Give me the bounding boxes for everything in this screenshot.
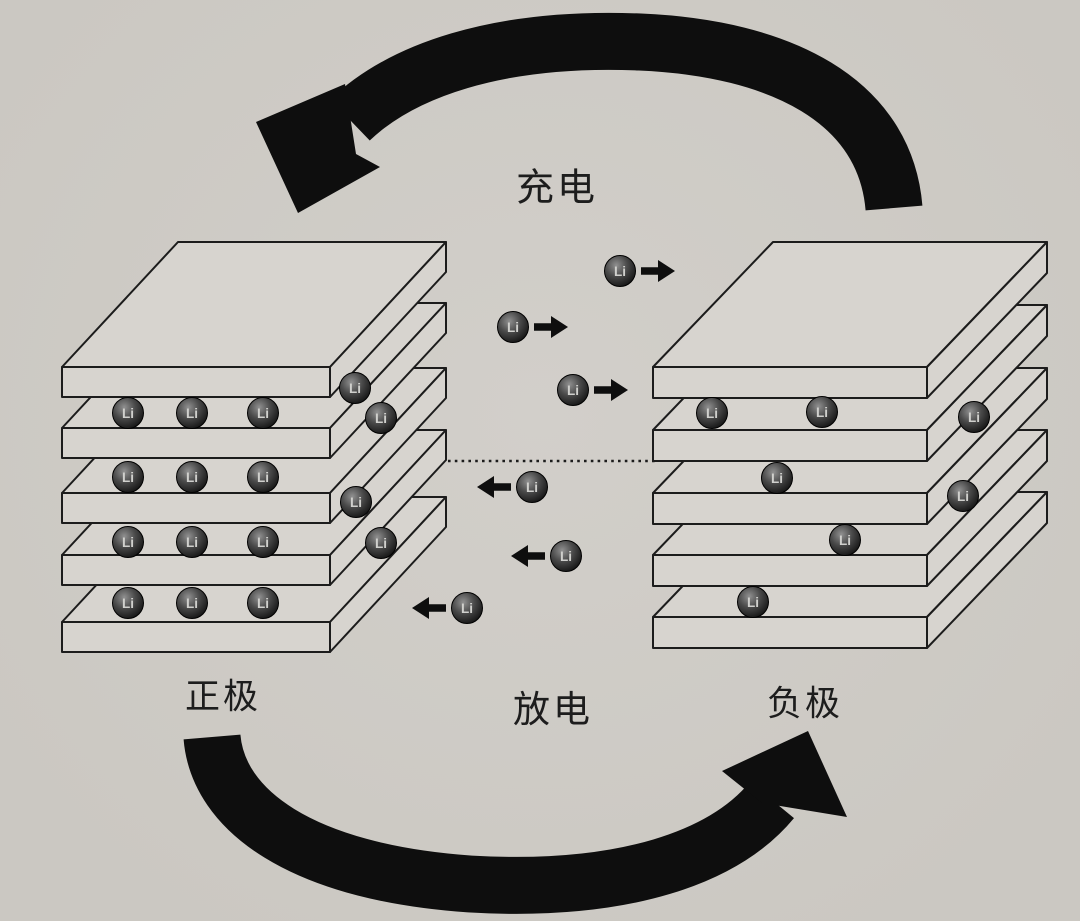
electrode-plate-front [61,492,331,524]
electrode-plate-front [652,554,928,587]
li-ion: Li [516,471,548,503]
electrode-plate-front [61,621,331,653]
svg-text:Li: Li [349,381,361,396]
svg-text:Li: Li [567,383,579,398]
svg-text:Li: Li [461,601,473,616]
li-ion: Li [176,397,208,429]
right-arrow-icon [594,379,628,401]
li-ion: Li [829,524,861,556]
electrode-plate-front [61,366,331,398]
li-ion: Li [340,486,372,518]
li-ion: Li [112,397,144,429]
discharge-arc-arrow-icon [183,731,847,914]
li-ion: Li [761,462,793,494]
li-ion: Li [947,480,979,512]
svg-text:Li: Li [122,470,134,485]
electrode-plate-front [652,366,928,399]
li-ion: Li [451,592,483,624]
charge-label: 充电 [515,167,599,210]
li-ion: Li [696,397,728,429]
svg-text:Li: Li [186,596,198,611]
svg-text:Li: Li [350,495,362,510]
svg-text:Li: Li [186,406,198,421]
li-ion: Li [806,396,838,428]
svg-text:Li: Li [375,536,387,551]
svg-text:Li: Li [122,535,134,550]
li-ion: Li [112,526,144,558]
svg-text:Li: Li [771,471,783,486]
svg-text:Li: Li [526,480,538,495]
svg-text:Li: Li [968,410,980,425]
charge-arc-arrow-icon [256,12,923,213]
li-ion: Li [958,401,990,433]
svg-text:Li: Li [257,596,269,611]
li-ion: Li [497,311,529,343]
svg-text:Li: Li [257,470,269,485]
li-ion: Li [176,461,208,493]
positive-electrode-label: 正极 [184,677,262,717]
li-ion: Li [339,372,371,404]
electrode-plate-front [652,492,928,525]
li-ion: Li [247,461,279,493]
svg-text:Li: Li [747,595,759,610]
svg-text:Li: Li [257,535,269,550]
li-ion: Li [247,397,279,429]
li-ion: Li [365,527,397,559]
discharge-label: 放电 [513,689,593,730]
svg-text:Li: Li [122,596,134,611]
electrode-plate-front [652,429,928,462]
svg-text:Li: Li [507,320,519,335]
electrode-plate-front [652,616,928,649]
li-ion: Li [176,587,208,619]
li-ion: Li [176,526,208,558]
right-arrow-icon [641,260,675,282]
negative-electrode-label: 负极 [766,684,844,724]
svg-text:Li: Li [122,406,134,421]
svg-text:Li: Li [839,533,851,548]
li-ion: Li [365,402,397,434]
li-ion: Li [247,526,279,558]
svg-text:Li: Li [706,406,718,421]
svg-text:Li: Li [375,411,387,426]
li-ion: Li [112,587,144,619]
li-ion: Li [112,461,144,493]
svg-text:Li: Li [186,535,198,550]
li-ion: Li [550,540,582,572]
li-ion: Li [737,586,769,618]
left-arrow-icon [412,597,446,619]
electrode-plate-front [61,554,331,586]
left-arrow-icon [477,476,511,498]
svg-text:Li: Li [186,470,198,485]
electrode-plate-front [61,427,331,459]
svg-text:Li: Li [957,489,969,504]
right-arrow-icon [534,316,568,338]
svg-text:Li: Li [816,405,828,420]
svg-text:Li: Li [560,549,572,564]
svg-text:Li: Li [257,406,269,421]
left-arrow-icon [511,545,545,567]
li-ion: Li [604,255,636,287]
li-ion: Li [557,374,589,406]
li-ion: Li [247,587,279,619]
negative-electrode-stack [652,241,1048,649]
svg-text:Li: Li [614,264,626,279]
